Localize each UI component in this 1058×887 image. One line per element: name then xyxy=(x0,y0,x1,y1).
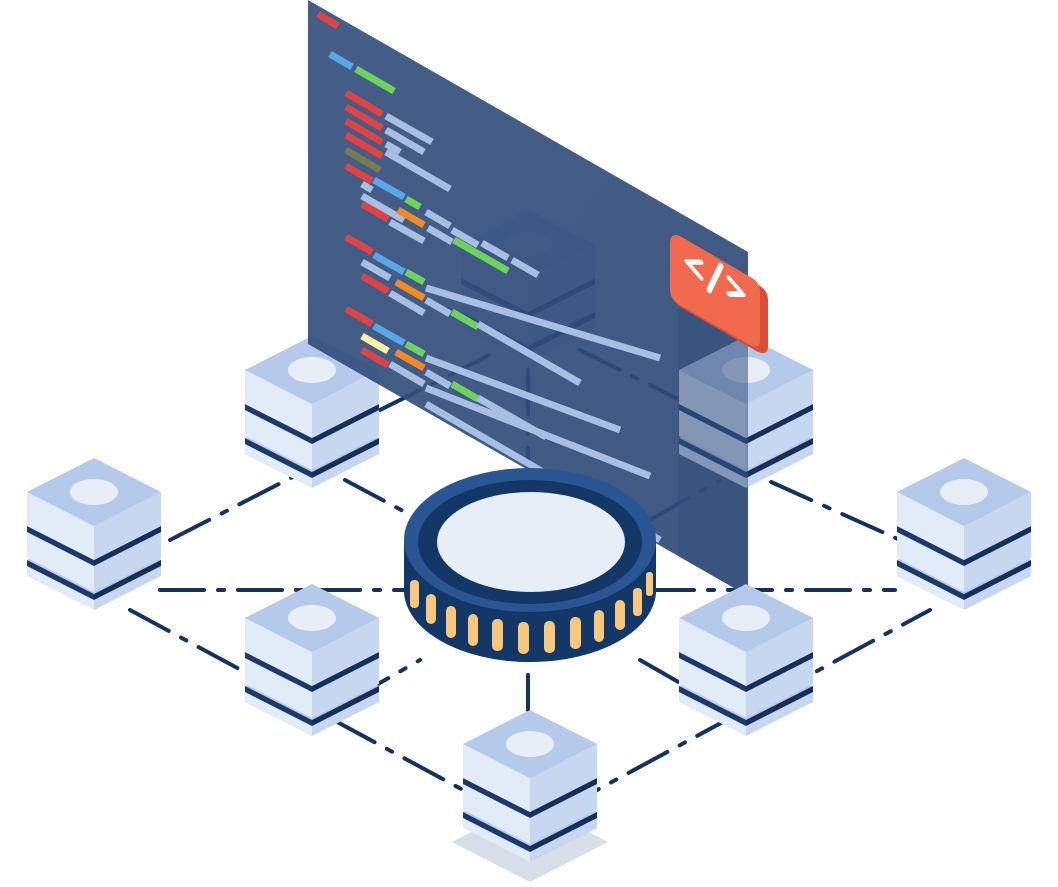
server-stack-left xyxy=(27,458,161,610)
central-hub xyxy=(404,468,656,662)
hub-slots xyxy=(410,572,653,654)
server-stack-front-right xyxy=(679,584,813,736)
code-editor-panel xyxy=(308,0,748,596)
server-stack-front-left xyxy=(245,584,379,736)
server-stack-right xyxy=(897,458,1031,610)
code-badge xyxy=(670,235,768,354)
code-lines xyxy=(316,10,662,544)
code-tag-icon xyxy=(684,258,746,298)
